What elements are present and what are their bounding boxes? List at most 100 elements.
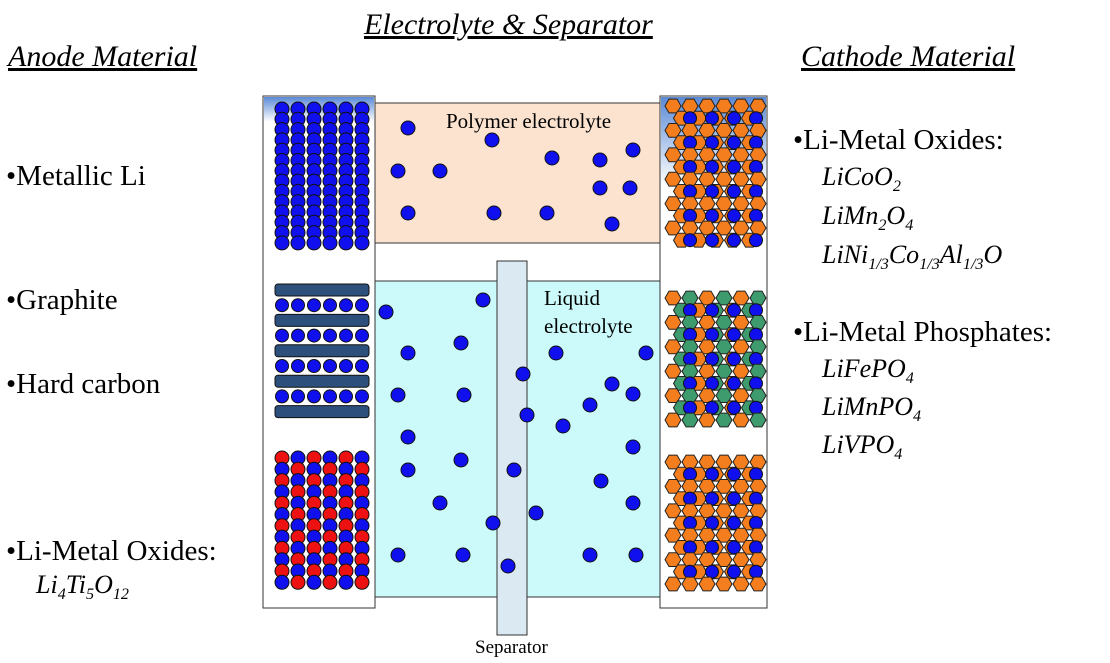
cathode-formula-limn2o4: LiMn2O4 <box>822 201 914 235</box>
cathode-li-atom <box>749 160 763 174</box>
cathode-li-atom <box>749 352 763 366</box>
liquid-electrolyte-li-ion <box>453 452 469 468</box>
cathode-li-atom <box>749 467 763 482</box>
cathode-li-atom <box>727 160 741 174</box>
polymer-electrolyte-li-ion <box>400 120 416 136</box>
cathode-li-atom <box>727 376 741 391</box>
intercalated-li-atom <box>307 389 321 404</box>
polymer-electrolyte-li-ion <box>592 152 608 168</box>
cathode-li-atom <box>705 400 719 415</box>
cathode-li-atom <box>705 564 719 579</box>
polymer-electrolyte-li-ion <box>544 150 560 166</box>
intercalated-li-atom <box>339 389 353 404</box>
cathode-li-atom <box>705 327 719 342</box>
cathode-li-atom <box>705 491 719 506</box>
cathode-hex-unit <box>749 147 767 163</box>
anode-li-atom <box>306 574 322 590</box>
cathode-hex-unit <box>749 220 767 236</box>
cathode-li-atom <box>727 111 741 126</box>
cathode-hex-unit <box>732 412 750 428</box>
anode-li-atom <box>354 235 370 251</box>
electrolyte-separator-heading: Electrolyte & Separator <box>364 8 653 41</box>
cathode-hex-unit <box>749 412 767 428</box>
cathode-hex-unit <box>749 290 767 306</box>
intercalated-li-atom <box>291 328 305 343</box>
cathode-li-atom <box>705 233 719 248</box>
separator-membrane <box>496 260 528 636</box>
cathode-hex-unit <box>749 503 767 519</box>
cathode-hex-unit <box>749 196 767 211</box>
cathode-li-atom <box>683 400 697 415</box>
cathode-formula-livpo4: LiVPO4 <box>822 430 903 464</box>
liquid-electrolyte-li-ion <box>506 462 522 478</box>
cathode-li-atom <box>705 303 719 318</box>
liquid-electrolyte-li-ion <box>519 407 535 423</box>
intercalated-li-atom <box>275 359 289 373</box>
liquid-electrolyte-li-ion <box>593 473 609 489</box>
cathode-li-atom <box>683 467 697 482</box>
intercalated-li-atom <box>307 298 321 313</box>
cathode-li-atom <box>727 184 741 199</box>
cathode-li-atom <box>727 135 741 150</box>
cathode-hex-unit <box>715 576 733 592</box>
liquid-electrolyte-li-ion <box>638 345 654 361</box>
liquid-electrolyte-li-ion <box>555 418 571 434</box>
cathode-li-atom <box>749 564 763 579</box>
intercalated-li-atom <box>307 359 321 373</box>
cathode-li-atom <box>683 491 697 506</box>
cathode-hex-unit <box>749 479 767 494</box>
cathode-li-atom <box>705 111 719 126</box>
cathode-li-atom <box>727 303 741 318</box>
anode-item-graphite: •Graphite <box>6 284 118 316</box>
cathode-hex-unit <box>698 412 716 428</box>
cathode-hex-unit <box>749 388 767 403</box>
cathode-li-atom <box>727 327 741 342</box>
cathode-li-atom <box>749 184 763 199</box>
cathode-li-atom <box>749 111 763 126</box>
cathode-hex-unit <box>749 454 767 470</box>
cathode-li-atom <box>727 400 741 415</box>
cathode-li-atom <box>705 516 719 530</box>
titanium-atom <box>354 574 370 590</box>
polymer-electrolyte-li-ion <box>592 180 608 196</box>
polymer-electrolyte-li-ion <box>484 132 500 148</box>
cathode-li-atom <box>705 467 719 482</box>
cathode-li-atom <box>705 352 719 366</box>
titanium-atom <box>290 574 306 590</box>
cathode-li-atom <box>749 327 763 342</box>
liquid-electrolyte-li-ion <box>582 397 598 413</box>
intercalated-li-atom <box>323 298 337 313</box>
separator-label: Separator <box>475 637 548 658</box>
anode-li-atom <box>274 574 290 590</box>
cathode-li-atom <box>705 208 719 223</box>
liquid-electrolyte-li-ion <box>400 345 416 361</box>
liquid-electrolyte-li-ion <box>475 292 491 308</box>
cathode-hex-unit <box>715 412 733 428</box>
anode-li-atom <box>290 235 306 251</box>
cathode-hex-unit <box>664 412 682 428</box>
liquid-electrolyte-li-ion <box>515 366 531 382</box>
cathode-formula-nca: LiNi1/3Co1/3Al1/3O <box>822 240 1003 274</box>
intercalated-li-atom <box>323 328 337 343</box>
cathode-li-atom <box>683 111 697 126</box>
polymer-electrolyte-label: Polymer electrolyte <box>446 109 612 133</box>
intercalated-li-atom <box>339 359 353 373</box>
intercalated-li-atom <box>339 298 353 313</box>
liquid-electrolyte-li-ion <box>528 505 544 521</box>
liquid-electrolyte-li-ion <box>625 439 641 455</box>
cathode-li-atom <box>705 160 719 174</box>
cathode-li-atom <box>705 376 719 391</box>
cathode-li-atom <box>683 376 697 391</box>
cathode-item-li-metal-phosphates: •Li-Metal Phosphates: <box>793 316 1053 348</box>
cathode-hex-unit <box>664 576 682 592</box>
liquid-electrolyte-li-ion <box>390 387 406 403</box>
cathode-li-atom <box>727 540 741 555</box>
cathode-hex-unit <box>749 363 767 379</box>
polymer-electrolyte-li-ion <box>625 142 641 158</box>
intercalated-li-atom <box>355 389 369 404</box>
cathode-hex-unit <box>681 576 699 592</box>
polymer-electrolyte-li-ion <box>486 205 502 221</box>
polymer-electrolyte-li-ion <box>604 216 620 232</box>
cathode-li-atom <box>749 303 763 318</box>
liquid-electrolyte-li-ion <box>453 335 469 351</box>
